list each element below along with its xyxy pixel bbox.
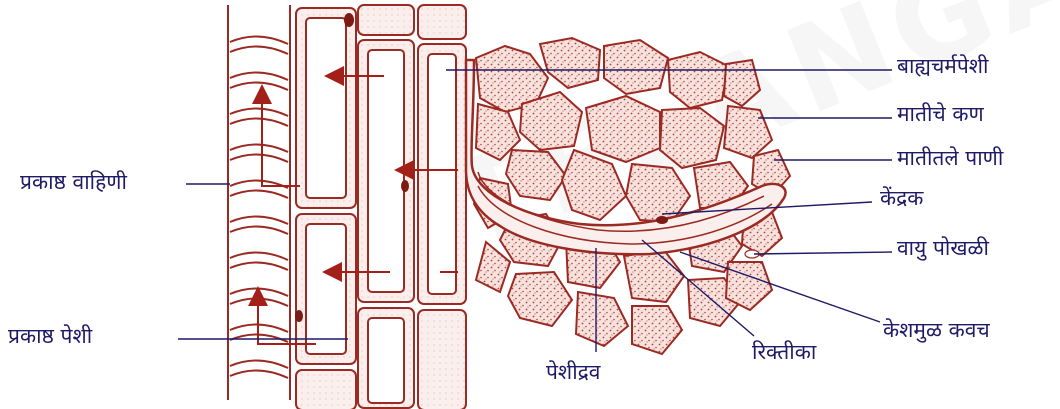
label-soil-water: मातीतले पाणी: [897, 148, 1003, 169]
label-xylem-vessel: प्रकाष्ठ वाहिणी: [20, 172, 127, 193]
label-vacuole: रिक्तीका: [752, 342, 816, 363]
label-air-bubble: वायु पोखळी: [897, 238, 989, 259]
label-root-hair-wall: केशमुळ कवच: [883, 320, 990, 341]
label-xylem-cell: प्रकाष्ठ पेशी: [8, 326, 92, 347]
label-soil-particles: मातीचे कण: [897, 104, 984, 125]
xylem-cells: [295, 5, 466, 409]
label-nucleus: केंद्रक: [880, 188, 923, 209]
label-epidermal-cell: बाह्यचर्मपेशी: [897, 56, 989, 77]
label-cytoplasm: पेशीद्रव: [546, 362, 600, 383]
